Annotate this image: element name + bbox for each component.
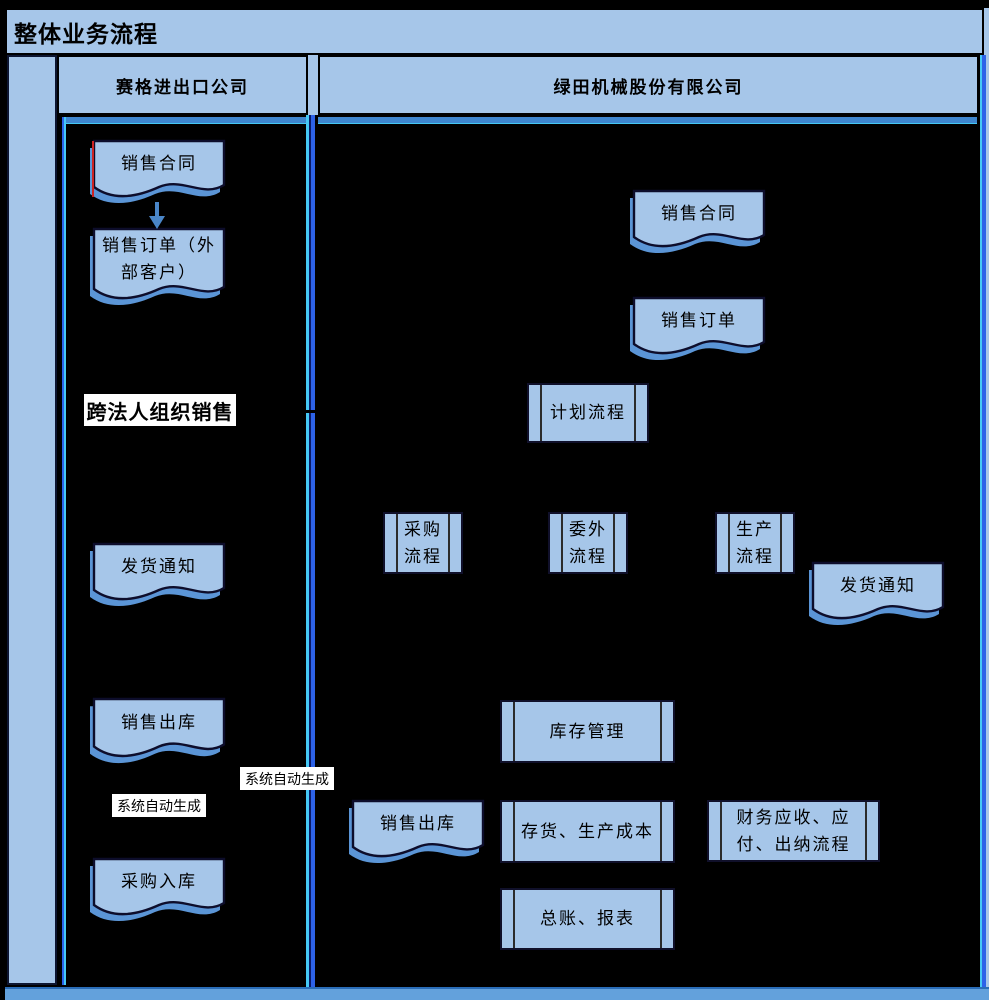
document-shape [90,857,226,922]
lane-header-lvtian: 绿田机械股份有限公司 [318,55,979,115]
box-inventory-management: 库存管理 [500,700,675,763]
doc-label: 采购入库 [121,872,197,892]
doc-sales-delivery-right: 销售出库 [349,799,485,864]
document-shape [90,542,226,607]
document-shape [630,296,766,361]
doc-label: 销售出库 [380,814,456,834]
lane-divider [306,115,318,987]
document-shape [90,697,226,764]
down-arrow-icon [149,202,165,230]
box-inventory-cost: 存货、生产成本 [500,800,675,863]
doc-sales-contract-left: 销售合同 [90,139,226,204]
box-outsourcing-process: 委外流程 [548,512,628,574]
doc-label: 销售合同 [661,204,737,224]
page-title: 整体业务流程 [5,8,984,55]
label-cross-entity-sales: 跨法人组织销售 [84,394,236,426]
selection-artifact [92,141,94,197]
document-shape [630,189,766,254]
frame-bottom-band [5,987,989,1000]
box-planning-process: 计划流程 [527,383,649,443]
doc-label: 销售出库 [121,713,197,733]
lane-header-saige: 赛格进出口公司 [57,55,308,115]
phase-column [7,55,57,985]
lane-header-gap [306,55,320,115]
lane-left-top-shadow [62,117,306,124]
doc-sales-order-right: 销售订单 [630,296,766,361]
doc-sales-contract-right: 销售合同 [630,189,766,254]
document-shape [90,139,226,204]
document-shape [349,799,485,864]
doc-purchase-receipt: 采购入库 [90,857,226,922]
frame-right-sliver [984,8,989,55]
doc-label: 销售合同 [121,154,197,174]
doc-label: 销售订单 [661,311,737,331]
box-finance-process: 财务应收、应付、出纳流程 [707,800,880,862]
lane-right-top-shadow [318,117,977,124]
doc-label: 发货通知 [840,576,916,596]
lane-left-edge-stripe [62,117,66,985]
doc-sales-delivery-left: 销售出库 [90,697,226,764]
box-purchasing-process: 采购流程 [383,512,463,574]
doc-label: 发货通知 [121,557,197,577]
divider-tick-line [300,410,323,413]
lane-header-saige-text: 赛格进出口公司 [116,77,249,97]
doc-shipping-notice-left: 发货通知 [90,542,226,607]
lane-header-lvtian-text: 绿田机械股份有限公司 [553,77,744,97]
document-shape [809,561,945,626]
page-title-text: 整体业务流程 [14,20,158,47]
doc-shipping-notice-right: 发货通知 [809,561,945,626]
box-production-process: 生产流程 [715,512,795,574]
doc-label: 销售订单（外部客户） [102,235,216,282]
label-auto-generated-right: 系统自动生成 [240,767,334,790]
box-ledger-report: 总账、报表 [500,888,675,950]
frame-right-border [977,55,989,987]
label-auto-generated-left: 系统自动生成 [112,794,206,817]
document-shape [90,227,226,306]
doc-sales-order-external: 销售订单（外部客户） [90,227,226,306]
